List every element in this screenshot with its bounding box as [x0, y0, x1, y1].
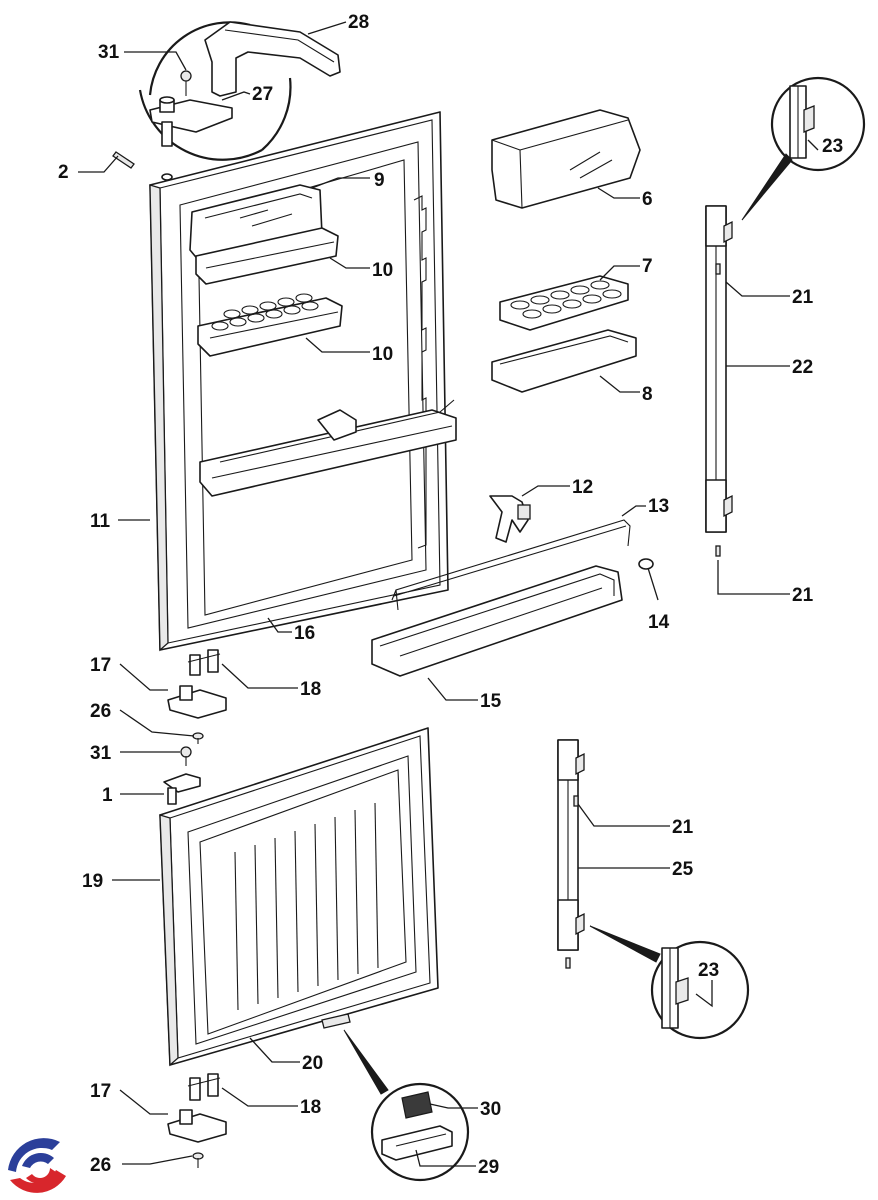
hinge-screw-top [180, 70, 192, 96]
door-shelf-upper [195, 227, 339, 285]
callout-29: 29 [478, 1157, 499, 1178]
callout-22: 22 [792, 357, 813, 378]
bottom-hinge-assembly [167, 1073, 227, 1168]
callout-14: 14 [648, 612, 670, 633]
callout-31-lower: 31 [90, 743, 112, 764]
middle-hinge-assembly [163, 649, 227, 805]
callout-11: 11 [90, 511, 111, 532]
callout-10-upper: 10 [372, 260, 393, 281]
callout-17-lower: 17 [90, 1081, 111, 1102]
callout-12: 12 [572, 477, 593, 498]
rail-detail-upper [741, 76, 866, 221]
callout-23-lower: 23 [698, 960, 719, 981]
bottle-wire-rail [391, 519, 631, 611]
door-egg-shelf [197, 293, 343, 357]
callout-23-upper: 23 [822, 136, 843, 157]
hinge-screw-31-lower [180, 746, 192, 766]
callout-30: 30 [480, 1099, 501, 1120]
callout-16: 16 [294, 623, 315, 644]
callout-7: 7 [642, 256, 653, 277]
callout-18-upper: 18 [300, 679, 321, 700]
callout-8: 8 [642, 384, 653, 405]
callout-13: 13 [648, 496, 669, 517]
callout-21-upper: 21 [792, 287, 814, 308]
top-hinge-detail [138, 21, 341, 161]
bottle-shelf [371, 565, 623, 677]
freezer-door-ribs [234, 802, 379, 1011]
callout-25: 25 [672, 859, 694, 880]
callout-27: 27 [252, 84, 273, 105]
callout-21-lower: 21 [672, 817, 694, 838]
hinge-screw-26-upper [192, 732, 204, 744]
callout-15: 15 [480, 691, 502, 712]
callout-20: 20 [302, 1053, 323, 1074]
callout-26-lower: 26 [90, 1155, 111, 1176]
egg-tray [499, 275, 629, 331]
callout-28: 28 [348, 12, 369, 33]
freezer-door [159, 727, 439, 1067]
callout-31-top: 31 [98, 42, 120, 63]
dairy-compartment [491, 109, 641, 209]
door-egg-cups [211, 293, 319, 331]
rail-detail-lower [589, 925, 750, 1040]
door-handle-rail-upper [705, 205, 733, 557]
door-bottle-shelf [199, 399, 457, 497]
callout-17-upper: 17 [90, 655, 111, 676]
door-handle-rail-lower [557, 739, 585, 969]
end-cap [638, 558, 654, 570]
callout-26-upper: 26 [90, 701, 111, 722]
callout-9: 9 [374, 170, 385, 191]
leader-lines [78, 21, 819, 1167]
foot-detail [343, 1029, 470, 1182]
brand-swirl-icon [8, 1138, 66, 1193]
shallow-tray [491, 329, 637, 393]
callout-6: 6 [642, 189, 653, 210]
callout-10-lower: 10 [372, 344, 393, 365]
hinge-bracket-1 [163, 773, 201, 805]
callout-21-middle: 21 [792, 585, 814, 606]
bottle-retainer-clip [489, 495, 531, 543]
hinge-screw-26-lower [192, 1152, 204, 1168]
callout-2: 2 [58, 162, 69, 183]
callout-labels: 28 31 27 2 9 6 10 7 10 8 23 21 22 12 13 … [58, 12, 843, 1178]
callout-19: 19 [82, 871, 103, 892]
callout-18-lower: 18 [300, 1097, 321, 1118]
callout-1: 1 [102, 785, 113, 806]
hinge-pin [112, 151, 135, 169]
